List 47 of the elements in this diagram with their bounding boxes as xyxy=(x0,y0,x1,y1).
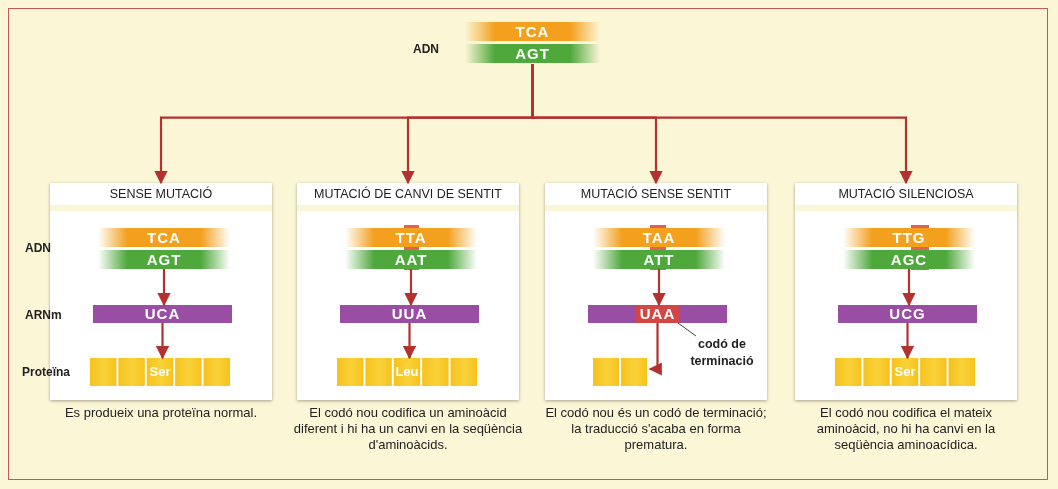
panel-card xyxy=(297,183,519,400)
mrna-bar: UCA xyxy=(93,305,232,323)
dna-strand-bar: AGT xyxy=(465,44,600,63)
dna-strand-bar: TAA xyxy=(593,228,725,247)
caption-text: El codó nou codifica el mateix aminoàcid, no hi ha canvi en la seqüència aminoacídica. xyxy=(815,405,997,453)
caption-text: El codó nou codifica un aminoàcid diferent i hi ha un canvi en la seqüència d'aminoàcids. xyxy=(292,405,524,453)
protein-chain xyxy=(337,358,479,386)
protein-chain xyxy=(593,358,649,386)
arrow xyxy=(652,269,666,307)
dna-strand-bar: TCA xyxy=(465,22,600,41)
panel-card xyxy=(545,183,767,400)
arrow xyxy=(404,269,418,307)
dna-strand-bar: AGT xyxy=(98,250,230,269)
arrow xyxy=(902,269,916,307)
protein-chain xyxy=(90,358,232,386)
callout-text: codó de terminació xyxy=(682,336,762,372)
arrow xyxy=(402,323,417,360)
dna-strand-bar: TTA xyxy=(345,228,477,247)
amino-acid-label: Ser xyxy=(893,363,917,381)
panel-heading: MUTACIÓ SENSE SENTIT xyxy=(545,183,767,211)
mrna-bar: UUA xyxy=(340,305,479,323)
dna-strand-bar: ATT xyxy=(593,250,725,269)
strand-label: ADN xyxy=(413,42,440,56)
panel-heading: SENSE MUTACIÓ xyxy=(50,183,272,211)
arrow xyxy=(155,323,170,360)
row-label: ARNm xyxy=(25,308,62,322)
row-label: Proteïna xyxy=(22,365,70,379)
dna-strand-bar: TCA xyxy=(98,228,230,247)
arrow xyxy=(157,269,171,307)
caption-text: El codó nou és un codó de terminació; la traducció s'acaba en forma prematura. xyxy=(544,405,768,453)
dna-strand-bar: AAT xyxy=(345,250,477,269)
row-label: ADN xyxy=(25,241,51,255)
panel-heading: MUTACIÓ DE CANVI DE SENTIT xyxy=(297,183,519,211)
panel-heading: MUTACIÓ SILENCIOSA xyxy=(795,183,1017,211)
mrna-bar: UAA xyxy=(588,305,727,323)
mrna-bar: UCG xyxy=(838,305,977,323)
amino-acid-label: Leu xyxy=(394,363,420,381)
arrow xyxy=(900,323,915,360)
dna-strand-bar: TTG xyxy=(843,228,975,247)
panel-card xyxy=(795,183,1017,400)
protein-chain xyxy=(835,358,977,386)
arrow xyxy=(531,64,913,185)
arrow xyxy=(648,323,662,376)
amino-acid-label: Ser xyxy=(148,363,172,381)
leader-line xyxy=(677,322,697,337)
dna-strand-bar: AGC xyxy=(843,250,975,269)
caption-text: Es produeix una proteïna normal. xyxy=(63,405,259,421)
